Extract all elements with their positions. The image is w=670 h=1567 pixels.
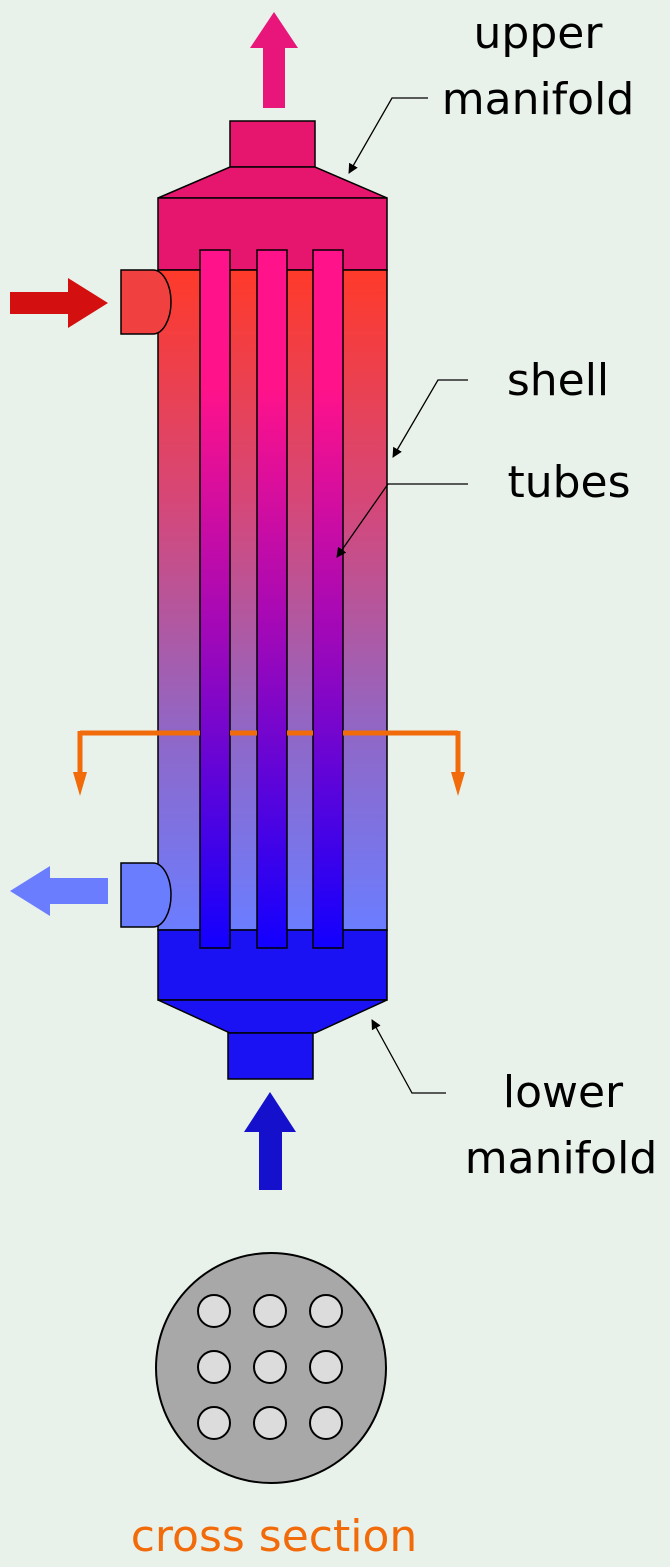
cross-section-label: cross section bbox=[131, 1511, 418, 1562]
section-arrowhead-right-icon bbox=[451, 772, 465, 796]
shell-label: shell bbox=[507, 355, 609, 406]
section-arrowhead-left-icon bbox=[73, 772, 87, 796]
cross-section-tube bbox=[309, 1350, 343, 1384]
tube bbox=[199, 249, 231, 949]
cross-section-tube bbox=[197, 1350, 231, 1384]
upper-manifold-label-line1: upper bbox=[474, 8, 604, 59]
tube bbox=[312, 249, 344, 949]
cross-section-tube bbox=[309, 1406, 343, 1440]
cross-section-tube bbox=[197, 1406, 231, 1440]
upper-manifold-label-line2: manifold bbox=[442, 74, 635, 125]
shell-inlet-nozzle bbox=[120, 269, 172, 335]
cross-section-view bbox=[155, 1252, 387, 1484]
shell-inlet-arrow-icon bbox=[10, 278, 108, 328]
cross-section-tube bbox=[309, 1294, 343, 1328]
lower-manifold-label-line1: lower bbox=[503, 1067, 624, 1118]
lower-manifold-label-line2: manifold bbox=[465, 1133, 658, 1184]
upper-manifold-leader bbox=[348, 97, 428, 174]
upper-manifold bbox=[157, 120, 388, 271]
cross-section-tube bbox=[253, 1406, 287, 1440]
bottom-inlet-arrow-icon bbox=[244, 1092, 296, 1190]
shell-outlet-arrow-icon bbox=[10, 866, 108, 916]
tubes-leader bbox=[336, 483, 468, 558]
tubes-label: tubes bbox=[507, 457, 630, 508]
cross-section-tube bbox=[253, 1350, 287, 1384]
tubes-bundle bbox=[199, 249, 344, 949]
lower-manifold bbox=[157, 929, 388, 1080]
cross-section-tube bbox=[197, 1294, 231, 1328]
shell-leader bbox=[392, 379, 468, 458]
section-cut-line bbox=[77, 730, 461, 778]
lower-manifold-leader bbox=[371, 1019, 446, 1094]
cross-section-tubes bbox=[197, 1294, 343, 1440]
top-outlet-arrow-icon bbox=[250, 12, 298, 108]
tube bbox=[256, 249, 288, 949]
shell-outlet-nozzle bbox=[120, 862, 172, 928]
cross-section-tube bbox=[253, 1294, 287, 1328]
